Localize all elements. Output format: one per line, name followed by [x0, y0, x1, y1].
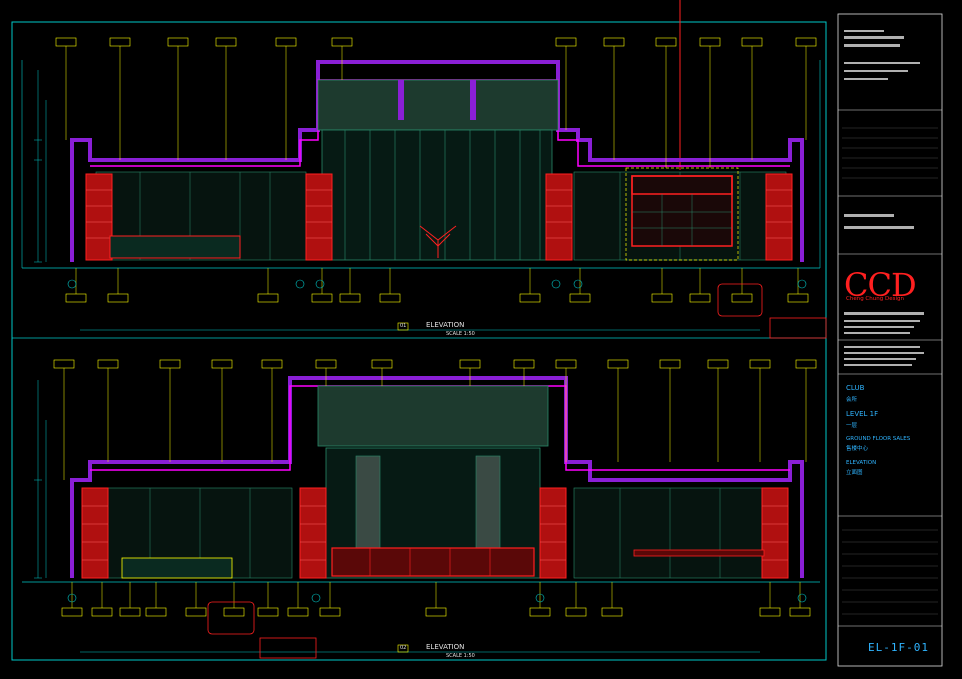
sheet-number: EL-1F-01	[868, 641, 929, 654]
elevation-01	[21, 37, 827, 339]
project-name-cn: 会所	[846, 397, 858, 403]
title-block	[838, 30, 942, 627]
area-label: GROUND FLOOR SALES	[846, 436, 911, 442]
project-name: CLUB	[846, 384, 865, 392]
firm-logo: CCD	[844, 266, 917, 304]
view-02-scale: SCALE 1:50	[446, 653, 475, 659]
level-label: LEVEL 1F	[846, 410, 879, 418]
level-label-cn: 一层	[846, 423, 858, 429]
drawing-type: ELEVATION	[846, 460, 877, 466]
firm-tagline: Cheng Chung Design	[846, 296, 904, 302]
view-01-number: 01	[400, 323, 407, 329]
drawing-type-cn: 立面图	[846, 470, 863, 476]
view-02-number: 02	[400, 645, 407, 651]
sheet-frame	[11, 21, 827, 661]
view-01-title: ELEVATION	[426, 321, 465, 329]
view-02-title: ELEVATION	[426, 643, 465, 651]
elevation-02	[22, 359, 820, 659]
view-01-scale: SCALE 1:50	[446, 331, 475, 337]
area-label-cn: 售楼中心	[846, 446, 869, 452]
